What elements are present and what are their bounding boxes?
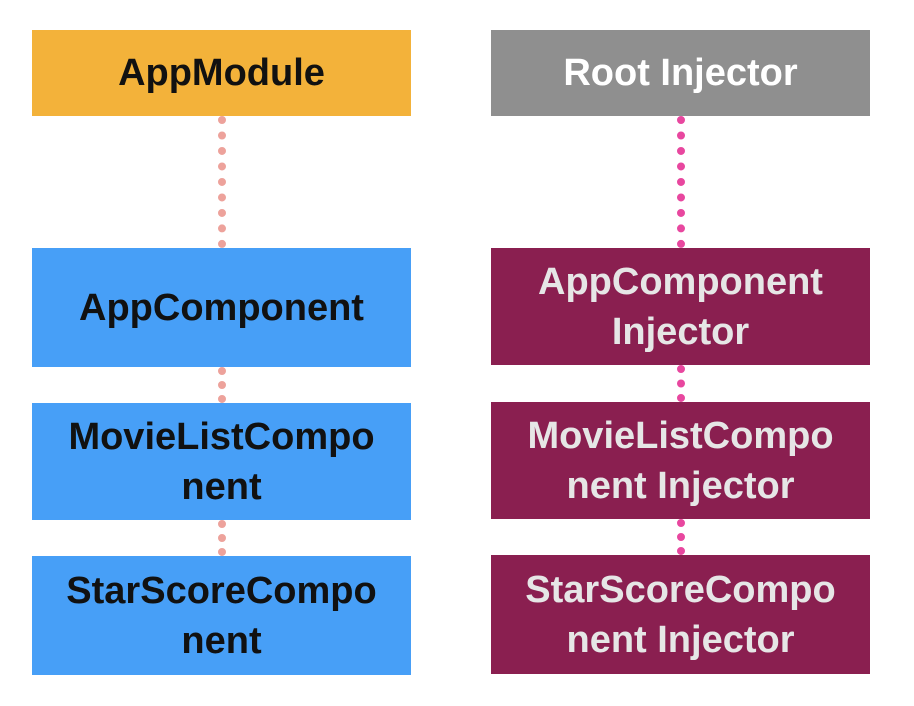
connector-root-appcomponent-injector [677,116,685,248]
root-injector-label: Root Injector [563,52,798,94]
star-score-component-injector-node: StarScoreCompo nent Injector [491,555,870,674]
app-module-node: AppModule [32,30,411,116]
app-component-injector-label: AppComponent Injector [538,260,823,353]
app-module-label: AppModule [118,52,325,94]
movie-list-component-label: MovieListCompo nent [68,415,375,508]
connector-appcomponent-movielist-injector [677,365,685,402]
connector-appcomponent-movielist [218,367,226,403]
root-injector-node: Root Injector [491,30,870,116]
star-score-component-label: StarScoreCompo nent [66,569,377,662]
app-component-node: AppComponent [32,248,411,367]
star-score-component-node: StarScoreCompo nent [32,556,411,675]
movie-list-component-node: MovieListCompo nent [32,403,411,520]
connector-movielist-starscore-injector [677,519,685,555]
movie-list-component-injector-label: MovieListCompo nent Injector [527,414,834,507]
connector-appmodule-appcomponent [218,116,226,248]
star-score-component-injector-label: StarScoreCompo nent Injector [525,568,836,661]
app-component-label: AppComponent [79,286,364,329]
connector-movielist-starscore [218,520,226,556]
movie-list-component-injector-node: MovieListCompo nent Injector [491,402,870,519]
app-component-injector-node: AppComponent Injector [491,248,870,365]
